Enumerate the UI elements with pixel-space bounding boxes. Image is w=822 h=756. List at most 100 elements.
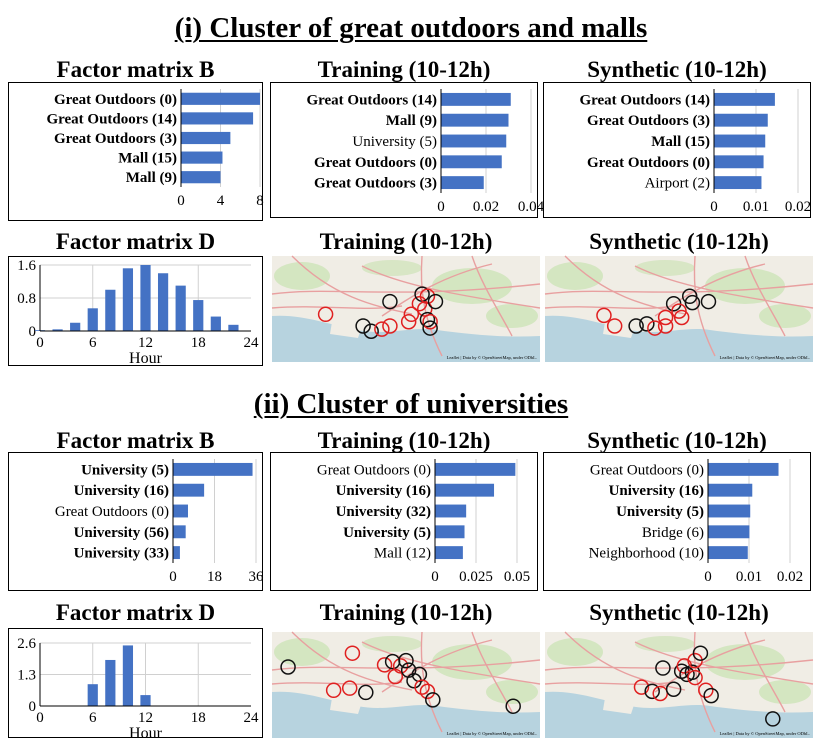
map-circle bbox=[382, 293, 398, 310]
map-circle bbox=[665, 681, 682, 697]
x-tick-label: 0 bbox=[437, 199, 445, 215]
x-tick-label: 0.01 bbox=[743, 199, 769, 215]
bar bbox=[105, 289, 116, 331]
x-tick-label: 0 bbox=[177, 193, 185, 209]
bar bbox=[714, 155, 764, 169]
map-circle bbox=[639, 316, 655, 332]
category-label: Mall (9) bbox=[386, 113, 437, 129]
bar bbox=[435, 462, 516, 476]
category-label: Great Outdoors (14) bbox=[579, 92, 710, 108]
y-tick-label: 0 bbox=[29, 699, 37, 715]
map-circle bbox=[392, 658, 409, 674]
map-road bbox=[744, 631, 786, 713]
x-axis-label: Hour bbox=[129, 725, 163, 742]
map-circle bbox=[341, 680, 358, 696]
category-label: Neighborhood (10) bbox=[589, 546, 704, 562]
map-training-svg: Leaflet | Data by © OpenStreetMap, under… bbox=[271, 255, 541, 362]
chart-title: Factor matrix D bbox=[55, 229, 216, 254]
map-circle bbox=[647, 320, 663, 336]
map-circle bbox=[606, 318, 623, 334]
map-circle bbox=[505, 698, 521, 714]
map-circle bbox=[344, 645, 361, 661]
map-circle bbox=[703, 687, 719, 704]
x-tick-label: 0 bbox=[169, 569, 177, 585]
category-label: Bridge (6) bbox=[642, 525, 704, 541]
y-tick-label: 1.3 bbox=[17, 668, 36, 684]
map-title: Synthetic (10-12h) bbox=[589, 229, 769, 254]
bar bbox=[173, 504, 188, 518]
bar bbox=[708, 483, 753, 497]
map-road bbox=[420, 631, 443, 733]
category-label: University (33) bbox=[74, 546, 169, 562]
bar bbox=[435, 504, 467, 518]
bar bbox=[181, 112, 254, 125]
chart-title: Training (10-12h) bbox=[317, 57, 491, 82]
bar bbox=[175, 285, 186, 331]
map-road bbox=[291, 255, 413, 315]
y-tick-label: 1.6 bbox=[17, 258, 36, 274]
map-road bbox=[693, 255, 716, 357]
map-circle bbox=[363, 323, 379, 340]
map-circle bbox=[422, 320, 438, 336]
map-circle bbox=[628, 318, 644, 334]
category-label: Airport (2) bbox=[645, 176, 710, 192]
category-label: Great Outdoors (3) bbox=[54, 131, 177, 147]
map-circle bbox=[325, 682, 342, 699]
x-tick-label: 12 bbox=[138, 335, 153, 351]
map-road bbox=[544, 305, 676, 309]
bar bbox=[157, 273, 169, 331]
bar bbox=[708, 504, 751, 518]
category-label: Great Outdoors (0) bbox=[55, 504, 169, 520]
map-road bbox=[654, 639, 766, 693]
x-tick-label: 0.01 bbox=[736, 569, 762, 585]
map-circle bbox=[425, 692, 441, 708]
category-label: University (5) bbox=[81, 462, 169, 478]
bar bbox=[441, 113, 509, 127]
chart-title: Factor matrix B bbox=[56, 57, 215, 82]
category-label: University (32) bbox=[336, 504, 431, 520]
map-park bbox=[547, 262, 603, 290]
map-circle bbox=[317, 306, 334, 323]
category-label: Great Outdoors (14) bbox=[306, 92, 437, 108]
map-road bbox=[544, 283, 814, 295]
map-road bbox=[271, 681, 403, 685]
map-road bbox=[634, 641, 814, 685]
map-circle bbox=[684, 294, 701, 311]
chart-title: Factor matrix D bbox=[55, 600, 216, 625]
chart-title: Training (10-12h) bbox=[317, 428, 491, 453]
bar bbox=[140, 695, 151, 706]
map-circle bbox=[403, 306, 420, 323]
map-circle bbox=[700, 293, 717, 310]
bar bbox=[52, 329, 63, 331]
map-training: Leaflet | Data by © OpenStreetMap, under… bbox=[271, 255, 541, 362]
map-road bbox=[381, 263, 493, 317]
map-land bbox=[603, 698, 635, 714]
x-tick-label: 36 bbox=[249, 569, 265, 585]
map-park bbox=[547, 638, 603, 666]
map-road bbox=[654, 263, 766, 317]
map-circle bbox=[382, 318, 398, 334]
map-park bbox=[362, 260, 422, 276]
category-label: Mall (15) bbox=[651, 134, 710, 150]
x-tick-label: 12 bbox=[138, 710, 153, 726]
map-park bbox=[705, 268, 785, 304]
bar bbox=[122, 268, 134, 331]
bar bbox=[714, 113, 768, 127]
map-circle bbox=[655, 660, 671, 676]
map-road bbox=[564, 631, 686, 691]
map-road bbox=[291, 631, 413, 691]
map-road bbox=[744, 255, 786, 337]
map-attribution: Leaflet | Data by © OpenStreetMap, under… bbox=[720, 731, 810, 737]
bar bbox=[441, 176, 484, 190]
x-tick-label: 0.04 bbox=[518, 199, 545, 215]
map-synthetic-svg: Leaflet | Data by © OpenStreetMap, under… bbox=[544, 255, 814, 362]
bar bbox=[181, 131, 231, 145]
map-park bbox=[432, 644, 512, 680]
category-label: Great Outdoors (0) bbox=[317, 462, 431, 478]
